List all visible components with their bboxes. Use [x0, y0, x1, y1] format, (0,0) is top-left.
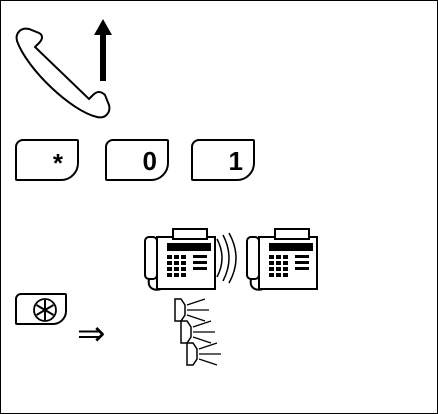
star-key-label: *: [52, 148, 63, 178]
one-key-label: 1: [228, 146, 243, 176]
desk-phone-icon: [246, 228, 318, 291]
up-arrow-icon: [94, 19, 112, 81]
asterisk-icon: [33, 298, 57, 322]
ringing-bells-icon: [174, 298, 221, 366]
result-arrow: ⇒: [77, 314, 106, 354]
one-key: 1: [191, 139, 255, 181]
desk-phone-icon: [144, 228, 216, 291]
zero-key: 0: [105, 139, 169, 181]
star-key: *: [15, 139, 79, 181]
asterisk-in-box-icon: [15, 293, 67, 325]
radio-waves-icon: [216, 232, 237, 284]
zero-key-label: 0: [142, 146, 157, 176]
handset-lift-icon: [15, 27, 111, 119]
